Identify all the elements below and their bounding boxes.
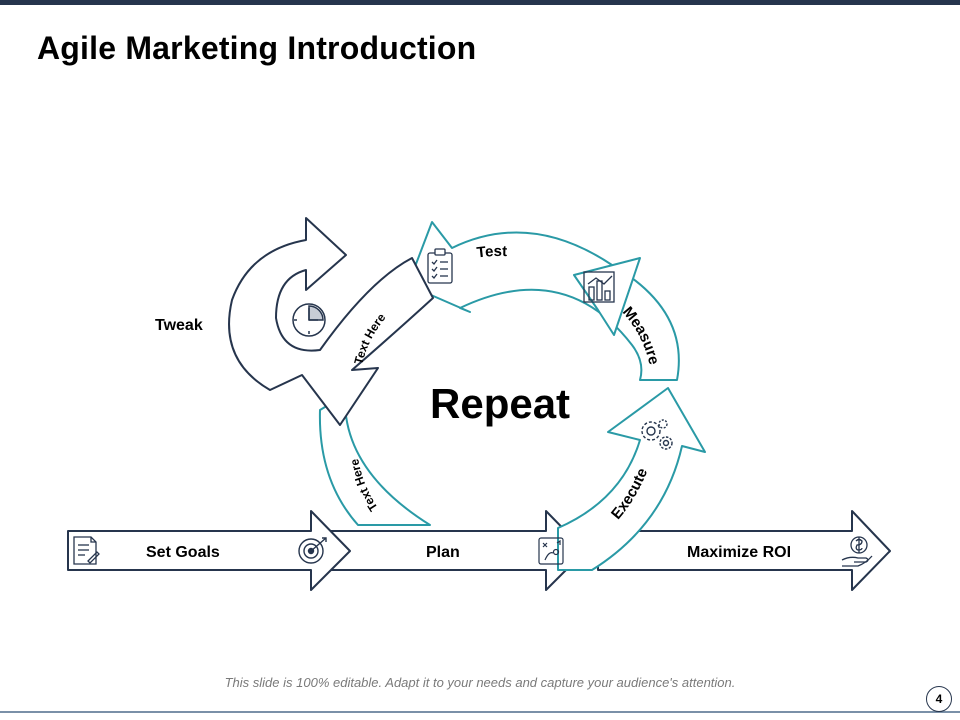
page-number-badge: 4 <box>926 686 952 712</box>
gears-icon <box>641 419 673 450</box>
target-icon <box>298 537 327 564</box>
footer-note: This slide is 100% editable. Adapt it to… <box>224 675 736 690</box>
flow-arrow-maximize-roi <box>597 510 891 591</box>
clock-icon <box>292 303 326 337</box>
cycle-arrow-execute <box>557 387 706 571</box>
footer-divider <box>0 711 960 713</box>
flow-arrow-set-goals <box>67 510 351 591</box>
flow-label-maximize-roi: Maximize ROI <box>687 544 791 561</box>
cycle-arrow-test-measure <box>407 221 680 381</box>
tweak-label: Tweak <box>155 317 203 334</box>
tweak-arrow <box>228 217 434 426</box>
top-accent-bar <box>0 0 960 5</box>
flow-label-plan: Plan <box>426 544 460 561</box>
money-hand-icon <box>841 536 873 567</box>
strategy-icon <box>538 537 564 565</box>
flow-label-set-goals: Set Goals <box>146 544 220 561</box>
notes-icon <box>73 536 100 565</box>
clipboard-checklist-icon <box>427 248 453 284</box>
center-label: Repeat <box>430 380 570 427</box>
arc-label-test: Test <box>476 243 507 261</box>
page-title: Agile Marketing Introduction <box>37 30 477 66</box>
bar-chart-icon <box>583 271 615 303</box>
